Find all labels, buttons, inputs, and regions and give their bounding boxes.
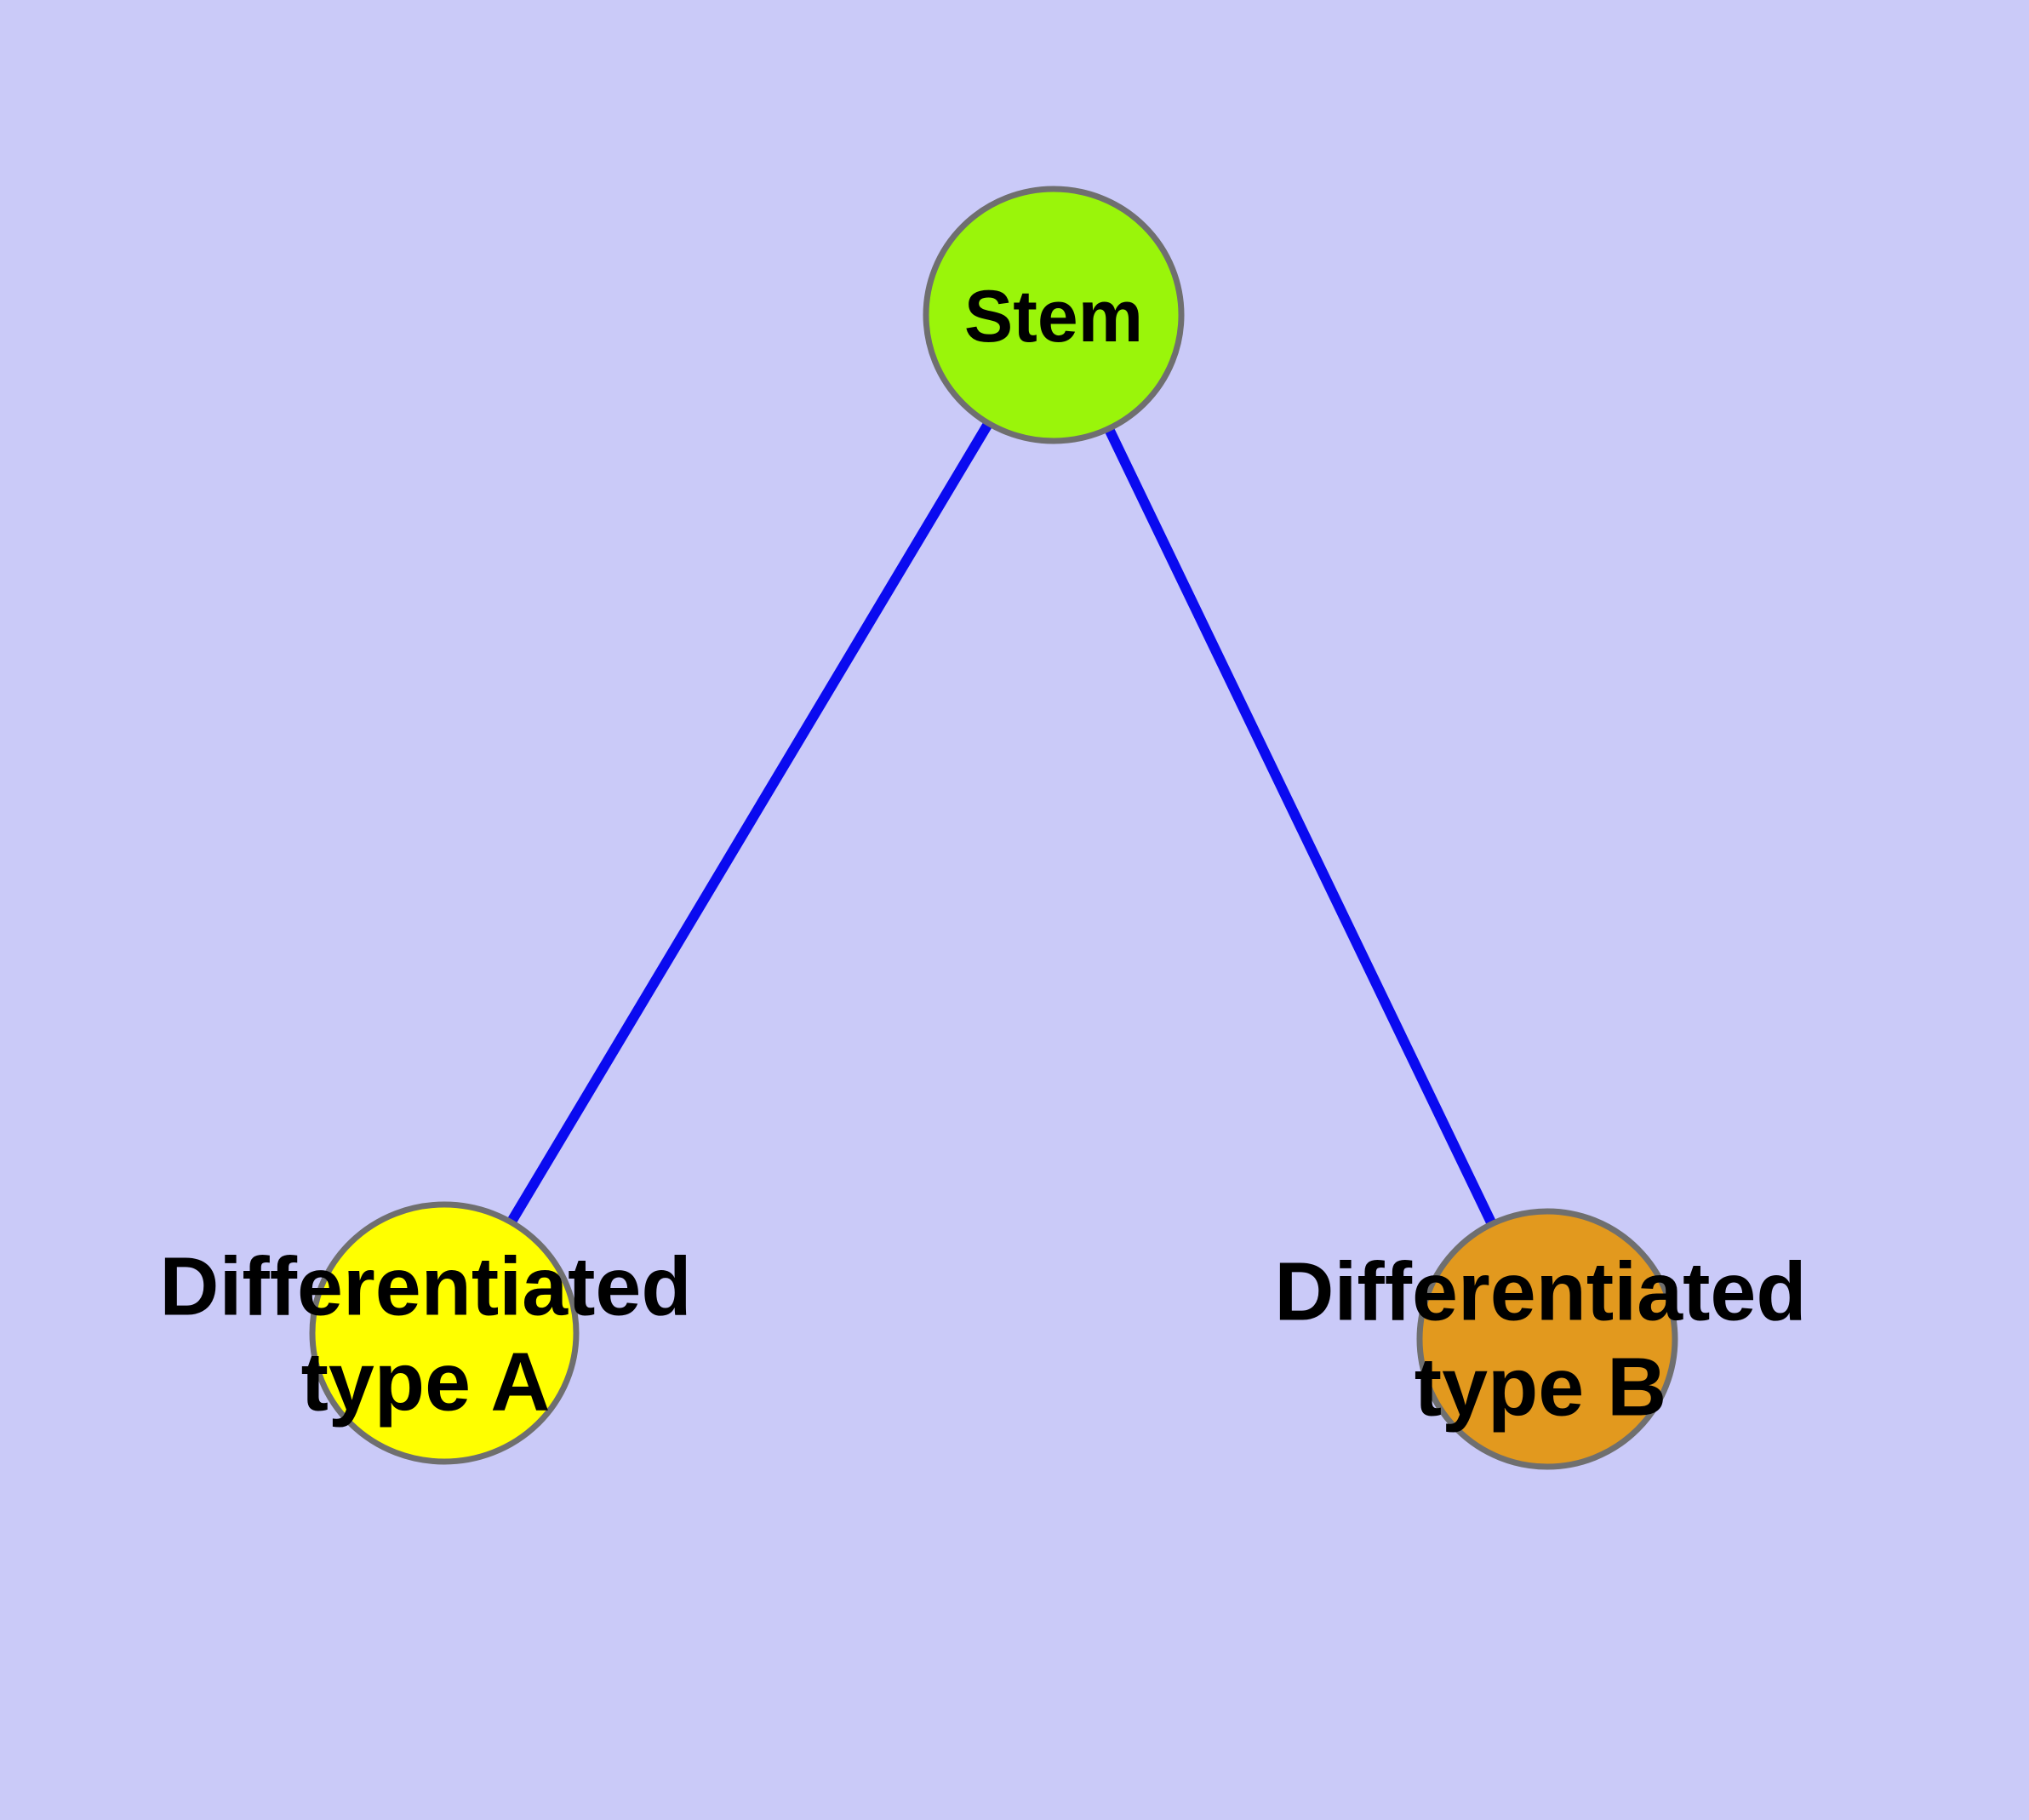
node-stem	[923, 186, 1185, 444]
node-type-b-label-line1: Differentiated	[1274, 1245, 1806, 1338]
node-stem-label: Stem	[964, 276, 1143, 358]
node-type-a-label-line1: Differentiated	[159, 1240, 691, 1333]
edge-stem-to-type-b	[1104, 426, 1497, 1227]
node-type-a-label-line2: type A	[301, 1336, 551, 1428]
node-differentiated-type-a	[309, 1201, 580, 1465]
node-differentiated-type-b	[1416, 1208, 1678, 1470]
node-type-b-label-line2: type B	[1415, 1341, 1666, 1434]
edge-stem-to-type-a	[506, 421, 993, 1225]
